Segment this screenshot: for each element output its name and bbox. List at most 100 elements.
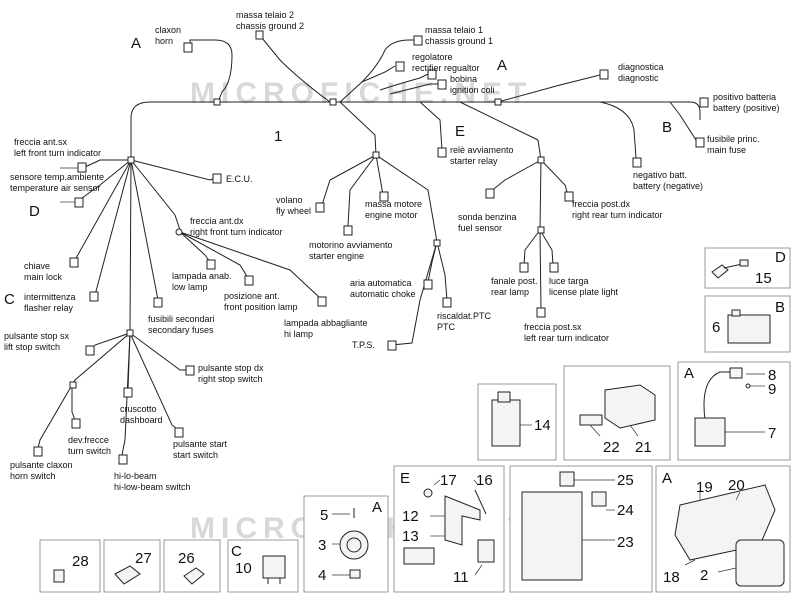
svg-text:A: A xyxy=(684,365,694,382)
part-box-ecu-bracket: A 19 20 18 2 xyxy=(655,465,791,593)
section-letter-a: A xyxy=(131,35,141,52)
label-sonda-benzina-it: sonda benzina xyxy=(458,212,517,222)
main-harness-number: 1 xyxy=(274,128,282,145)
label-luce-targa-en: license plate light xyxy=(549,287,619,297)
svg-text:23: 23 xyxy=(617,534,634,551)
label-pulsante-stop-dx-en: right stop switch xyxy=(198,374,263,384)
section-letter-c: C xyxy=(4,291,15,308)
label-cruscotto-it: cruscotto xyxy=(120,404,157,414)
label-hi-lo-beam-en: hi-low-beam switch xyxy=(114,482,191,492)
svg-text:24: 24 xyxy=(617,502,634,519)
label-freccia-ant-sx-en: left front turn indicator xyxy=(14,148,101,158)
label-freccia-post-dx-en: right rear turn indicator xyxy=(572,210,663,220)
label-diagnostica-it: diagnostica xyxy=(618,62,664,72)
label-lampada-abbagliante-it: lampada abbagliante xyxy=(284,318,368,328)
label-massa-telaio-1-it: massa telaio 1 xyxy=(425,25,483,35)
part-box-28: 28 xyxy=(39,539,101,593)
label-regolatore-en: rectifier regualtor xyxy=(412,63,480,73)
section-letter-a-2: A xyxy=(497,57,507,74)
svg-text:15: 15 xyxy=(755,270,772,287)
svg-text:27: 27 xyxy=(135,550,152,567)
label-regolatore-it: regolatore xyxy=(412,52,453,62)
part-box-battery: B 6 xyxy=(704,295,791,353)
svg-text:A: A xyxy=(662,470,672,487)
label-massa-motore-en: engine motor xyxy=(365,210,418,220)
label-fusibili-secondari-it: fusibili secondari xyxy=(148,314,215,324)
svg-text:14: 14 xyxy=(534,417,551,434)
label-volano-en: fly wheel xyxy=(276,206,311,216)
svg-text:3: 3 xyxy=(318,537,326,554)
label-intermittenza-it: intermittenza xyxy=(24,292,76,302)
part-box-relay-10: C 10 xyxy=(227,539,299,593)
part-box-27: 27 xyxy=(103,539,161,593)
label-ecu: E.C.U. xyxy=(226,174,253,184)
svg-text:10: 10 xyxy=(235,560,252,577)
svg-text:13: 13 xyxy=(402,528,419,545)
part-box-fuse-block: 25 24 23 xyxy=(509,465,653,593)
label-riscaldat-it: riscaldat.PTC xyxy=(437,311,492,321)
svg-text:21: 21 xyxy=(635,439,652,456)
svg-text:16: 16 xyxy=(476,472,493,489)
svg-text:25: 25 xyxy=(617,472,634,489)
label-aria-automatica-it: aria automatica xyxy=(350,278,412,288)
label-fanale-post-en: rear lamp xyxy=(491,287,529,297)
svg-text:4: 4 xyxy=(318,567,326,584)
label-freccia-post-sx-en: left rear turn indicator xyxy=(524,333,609,343)
svg-text:E: E xyxy=(400,470,410,487)
svg-text:9: 9 xyxy=(768,381,776,398)
svg-text:A: A xyxy=(372,499,382,516)
label-tps: T.P.S. xyxy=(352,340,375,350)
label-massa-motore-it: massa motore xyxy=(365,199,422,209)
svg-text:26: 26 xyxy=(178,550,195,567)
watermark-top: MICROFICHE.NET xyxy=(190,77,532,110)
label-freccia-ant-sx-it: freccia ant.sx xyxy=(14,137,68,147)
label-freccia-ant-dx-it: freccia ant.dx xyxy=(190,216,244,226)
svg-text:8: 8 xyxy=(768,367,776,384)
svg-text:17: 17 xyxy=(440,472,457,489)
svg-text:20: 20 xyxy=(728,477,745,494)
label-sensore-temp-it: sensore temp.ambiente xyxy=(10,172,104,182)
connector-markers xyxy=(33,30,709,465)
label-negativo-batt-en: battery (negative) xyxy=(633,181,703,191)
label-sensore-temp-en: temperature air sensor xyxy=(10,183,101,193)
label-bobina-it: bobina xyxy=(450,74,477,84)
label-motorino-en: starter engine xyxy=(309,251,364,261)
part-box-15: D 15 xyxy=(704,247,791,289)
label-massa-telaio-2-en: chassis ground 2 xyxy=(236,21,304,31)
label-aria-automatica-en: automatic choke xyxy=(350,289,416,299)
label-sonda-benzina-en: fuel sensor xyxy=(458,223,502,233)
label-posizione-ant-en: front position lamp xyxy=(224,302,298,312)
label-pulsante-stop-sx-it: pulsante stop sx xyxy=(4,331,70,341)
label-intermittenza-en: flasher relay xyxy=(24,303,74,313)
label-claxon-en: horn xyxy=(155,36,173,46)
svg-text:28: 28 xyxy=(72,553,89,570)
label-pulsante-claxon-it: pulsante claxon xyxy=(10,460,73,470)
label-pulsante-start-it: pulsante start xyxy=(173,439,228,449)
label-lampada-anab-it: lampada anab. xyxy=(172,271,232,281)
svg-text:18: 18 xyxy=(663,569,680,586)
label-hi-lo-beam-it: hi-lo-beam xyxy=(114,471,157,481)
part-box-horn: A 5 3 4 xyxy=(303,495,389,593)
label-pulsante-stop-dx-it: pulsante stop dx xyxy=(198,363,264,373)
label-freccia-post-sx-it: freccia post.sx xyxy=(524,322,582,332)
svg-text:B: B xyxy=(775,299,785,316)
part-box-14: 14 xyxy=(477,383,557,461)
label-bobina-en: ignition coli xyxy=(450,85,495,95)
svg-text:12: 12 xyxy=(402,508,419,525)
label-motorino-it: motorino avviamento xyxy=(309,240,393,250)
label-chiave-it: chiave xyxy=(24,261,50,271)
leader-lines xyxy=(60,167,78,203)
part-box-fuses: 22 21 xyxy=(563,365,671,461)
label-positivo-batteria-it: positivo batteria xyxy=(713,92,776,102)
label-freccia-post-dx-it: freccia post.dx xyxy=(572,199,631,209)
label-rele-avviamento-it: relè avviamento xyxy=(450,145,514,155)
label-fanale-post-it: fanale post. xyxy=(491,276,538,286)
label-posizione-ant-it: posizione ant. xyxy=(224,291,280,301)
label-dev-frecce-en: turn switch xyxy=(68,446,111,456)
label-lampada-anab-en: low lamp xyxy=(172,282,208,292)
svg-text:11: 11 xyxy=(453,569,469,586)
section-letter-e: E xyxy=(455,123,465,140)
label-cruscotto-en: dashboard xyxy=(120,415,163,425)
label-lampada-abbagliante-en: hi lamp xyxy=(284,329,313,339)
